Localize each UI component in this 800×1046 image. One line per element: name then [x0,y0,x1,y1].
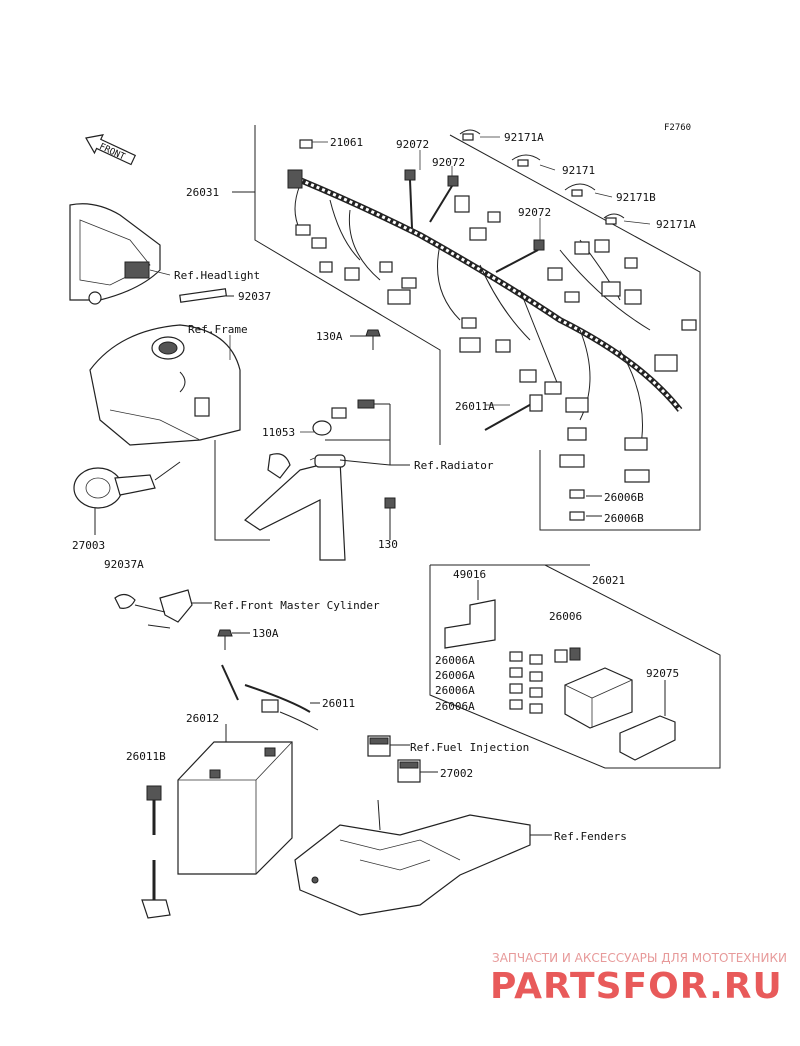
label-26012: 26012 [186,712,219,725]
leader-lines [149,136,651,433]
cover-92075 [619,680,676,761]
headlight-assembly [69,203,161,305]
cable-26011 [221,664,320,731]
relay-box [564,667,633,729]
label-26011b: 26011B [126,750,166,763]
part-labels: 21061 92072 92072 92072 92171A 92171 921… [72,131,696,843]
strap-92037 [179,288,234,303]
relay-27002 [397,759,438,783]
bracket-49016 [444,580,496,649]
fuel-injection-relay [367,735,410,757]
main-wiring-harness [287,139,697,483]
battery-26012 [177,724,293,875]
label-92072-b: 92072 [432,156,465,169]
label-92072-a: 92072 [396,138,429,151]
label-92037a: 92037A [104,558,144,571]
horn-27003 [73,461,181,535]
ref-frame: Ref.Frame [188,323,248,336]
label-26031: 26031 [186,186,219,199]
label-11053: 11053 [262,426,295,439]
front-master-cylinder [114,589,212,629]
watermark-brand: PARTSFOR.RU [490,966,783,1007]
label-92171b: 92171B [616,191,656,204]
label-26006a-1: 26006A [435,654,475,667]
cable-ties [404,169,545,273]
label-92171a-2: 92171A [656,218,696,231]
label-92075: 92075 [646,667,679,680]
label-26006: 26006 [549,610,582,623]
figure-code: F2760 [664,123,691,133]
harness-bracket-lines [232,125,701,531]
label-130a-1: 130A [316,330,343,343]
ref-fenders: Ref.Fenders [554,830,627,843]
relay-kit-box [429,564,721,769]
label-27002: 27002 [440,767,473,780]
ref-front-master-cylinder: Ref.Front Master Cylinder [214,599,380,612]
label-26006a-4: 26006A [435,700,475,713]
label-26021: 26021 [592,574,625,587]
label-26006a-2: 26006A [435,669,475,682]
label-26006a-3: 26006A [435,684,475,697]
ref-radiator: Ref.Radiator [414,459,494,472]
label-130: 130 [378,538,398,551]
watermark-tagline: ЗАПЧАСТИ И АКСЕССУАРЫ ДЛЯ МОТОТЕХНИКИ [492,951,787,965]
label-26011: 26011 [322,697,355,710]
clamps [459,129,625,225]
label-49016: 49016 [453,568,486,581]
fuses-26006a [509,647,581,714]
label-92171a-1: 92171A [504,131,544,144]
ref-headlight: Ref.Headlight [174,269,260,282]
label-26011a: 26011A [455,400,495,413]
label-26006b-1: 26006B [604,491,644,504]
bolt-130a-lower [217,629,250,650]
bolt-130a-upper [350,329,381,350]
front-arrow-icon: FRONT [85,134,137,166]
connectors-26006b [569,489,602,521]
label-27003: 27003 [72,539,105,552]
label-26006b-2: 26006B [604,512,644,525]
watermark: ЗАПЧАСТИ И АКСЕССУАРЫ ДЛЯ МОТОТЕХНИКИ PA… [490,951,787,1007]
radiator-bracket [214,399,410,561]
label-92037: 92037 [238,290,271,303]
rear-fender-tray [294,799,552,916]
ref-fuel-injection: Ref.Fuel Injection [410,741,529,754]
label-130a-2: 130A [252,627,279,640]
label-92072-c: 92072 [518,206,551,219]
label-92171: 92171 [562,164,595,177]
label-21061: 21061 [330,136,363,149]
battery-strap-26011b [141,785,171,919]
frame-section [89,324,241,446]
cable-26011a [484,394,543,431]
